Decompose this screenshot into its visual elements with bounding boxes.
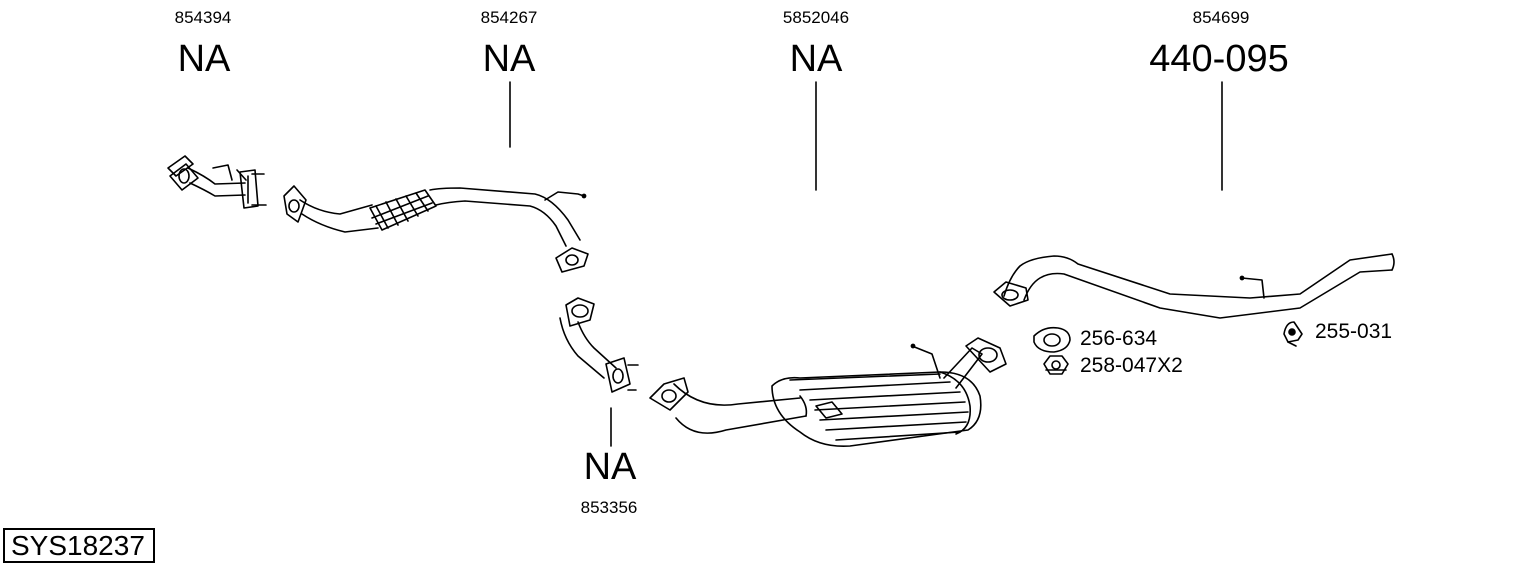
part-ref-853356: 853356 — [580, 498, 638, 517]
part-code-5852046: NA — [789, 38, 843, 80]
rubber-hanger-icon — [1283, 321, 1303, 347]
part-code-854394: NA — [177, 38, 231, 80]
part-ref-854699: 854699 — [1192, 8, 1250, 27]
part-ref-5852046: 5852046 — [782, 8, 850, 27]
gasket-icon — [1033, 326, 1071, 353]
nut-icon — [1043, 355, 1069, 375]
accessory-code-hanger: 255-031 — [1315, 320, 1393, 343]
part-854394-front-pipe — [167, 155, 267, 209]
part-854699-tail-pipe — [993, 253, 1395, 319]
part-853356-down-pipe — [559, 297, 639, 393]
system-id-label: SYS18237 — [3, 528, 155, 563]
part-code-854699: 440-095 — [1149, 38, 1289, 80]
part-code-854267: NA — [482, 38, 536, 80]
part-854267-flex-pipe — [283, 185, 589, 273]
part-5852046-center-silencer — [649, 337, 1007, 448]
part-ref-854267: 854267 — [480, 8, 538, 27]
part-ref-854394: 854394 — [174, 8, 232, 27]
accessory-code-gasket: 256-634 — [1080, 327, 1158, 350]
accessory-code-nut: 258-047X2 — [1080, 354, 1183, 377]
part-code-853356: NA — [583, 446, 637, 488]
